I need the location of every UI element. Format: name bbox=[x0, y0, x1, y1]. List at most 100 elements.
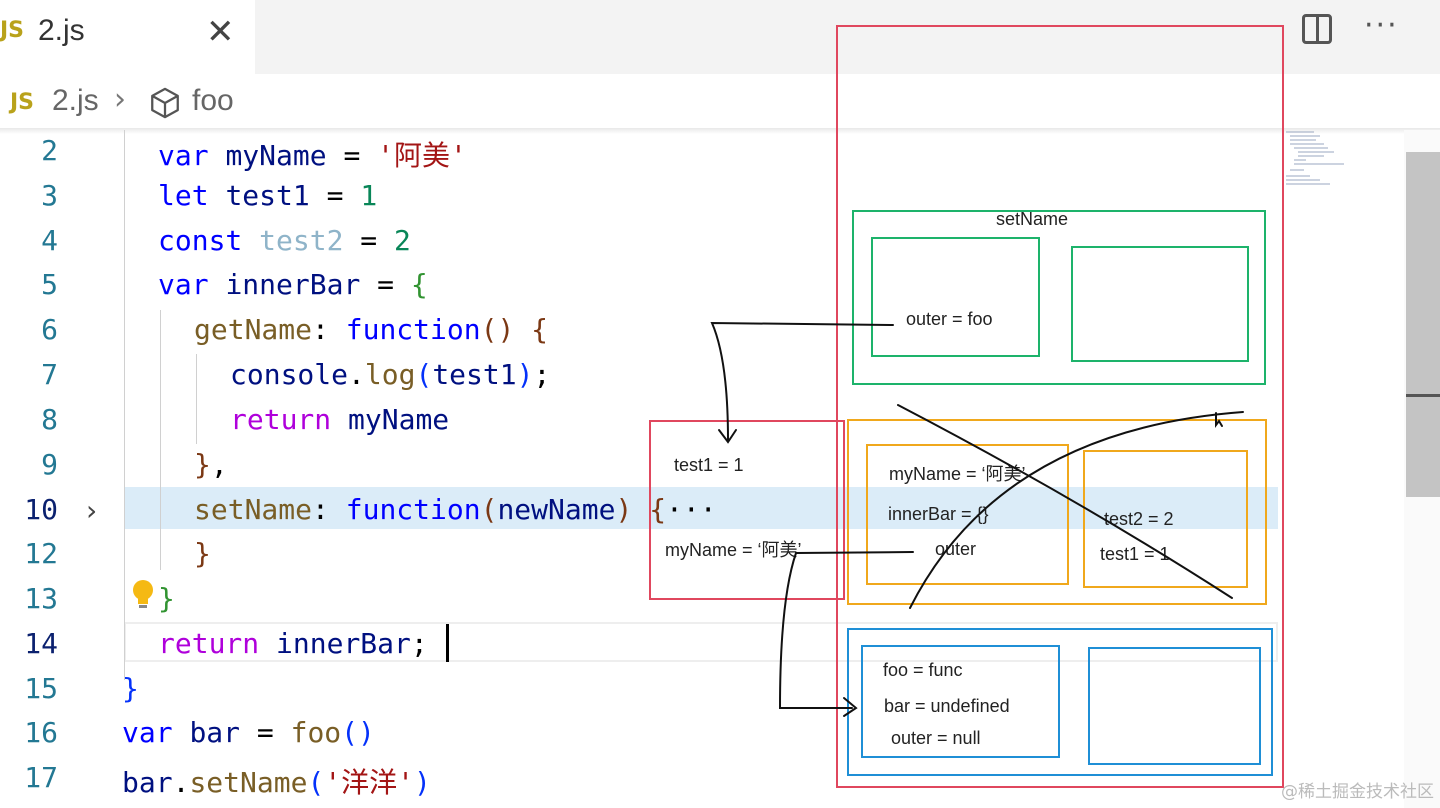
code-token: : bbox=[312, 493, 346, 526]
cube-icon bbox=[148, 86, 182, 124]
code-token: . bbox=[172, 766, 190, 799]
code-line[interactable]: var innerBar = { bbox=[158, 268, 428, 301]
line-number: 7 bbox=[41, 358, 58, 391]
tab-label: 2.js bbox=[38, 14, 85, 47]
line-number: 2 bbox=[41, 134, 58, 167]
foo-myname-label: myName = ‘阿美’ bbox=[889, 464, 1026, 484]
code-token: } bbox=[158, 582, 175, 615]
code-token: = bbox=[326, 139, 378, 172]
header-divider bbox=[0, 128, 1440, 134]
code-token: } bbox=[122, 672, 139, 705]
code-line[interactable]: } bbox=[122, 672, 139, 705]
code-token: return bbox=[158, 627, 277, 660]
indent-guide bbox=[160, 310, 161, 570]
breadcrumb-separator-icon: › bbox=[114, 82, 126, 117]
code-token: 2 bbox=[394, 224, 411, 257]
breadcrumb: JS 2.js › foo bbox=[0, 74, 1440, 130]
code-line[interactable]: let test1 = 1 bbox=[158, 179, 377, 212]
global-outer-label: outer = null bbox=[891, 728, 981, 748]
scrollbar-cursor-marker bbox=[1406, 394, 1440, 397]
js-file-icon: JS bbox=[10, 90, 35, 115]
code-token: innerBar bbox=[225, 268, 361, 301]
foo-context-box bbox=[847, 419, 1267, 605]
code-token: function bbox=[345, 493, 481, 526]
call-stack-box bbox=[836, 25, 1284, 788]
setname-title: setName bbox=[996, 209, 1069, 229]
code-token: ··· bbox=[666, 493, 717, 526]
minimap[interactable] bbox=[1284, 128, 1370, 188]
code-token: ) bbox=[414, 766, 431, 799]
global-bar-label: bar = undefined bbox=[884, 696, 1010, 716]
code-line[interactable]: return myName bbox=[230, 403, 449, 436]
code-line[interactable]: var myName = '阿美' bbox=[158, 134, 467, 174]
foo-innerbar-label: innerBar = {} bbox=[888, 504, 989, 524]
code-token: myName bbox=[348, 403, 450, 436]
arrow-setname-to-closure bbox=[710, 321, 894, 441]
code-token: ; bbox=[410, 627, 428, 660]
setname-outer-label: outer = foo bbox=[906, 309, 993, 329]
scrollbar-thumb[interactable] bbox=[1406, 152, 1440, 497]
code-line[interactable]: bar.setName('洋洋') bbox=[122, 761, 431, 801]
code-token: test1 bbox=[432, 358, 517, 391]
js-file-icon: JS bbox=[0, 18, 25, 43]
code-token: = bbox=[360, 268, 411, 301]
code-token: bar bbox=[189, 716, 241, 749]
more-actions-icon[interactable]: ··· bbox=[1364, 8, 1399, 43]
arrowhead bbox=[843, 697, 858, 717]
code-token: '洋洋' bbox=[324, 766, 415, 799]
line-number: 13 bbox=[24, 582, 58, 615]
code-token: console bbox=[230, 358, 349, 391]
cross-stroke bbox=[909, 411, 1244, 609]
chevron-right-icon[interactable]: › bbox=[86, 494, 98, 527]
code-token: = bbox=[343, 224, 395, 257]
code-token: = bbox=[309, 179, 361, 212]
current-line bbox=[124, 622, 1278, 662]
close-icon[interactable]: ✕ bbox=[206, 12, 235, 52]
lightbulb-icon[interactable] bbox=[130, 578, 156, 614]
setname-lexical-env bbox=[1071, 246, 1249, 362]
code-token: var bbox=[122, 716, 190, 749]
global-variable-env bbox=[861, 645, 1060, 758]
code-line[interactable]: return innerBar; bbox=[158, 627, 428, 660]
code-line[interactable]: const test2 = 2 bbox=[158, 224, 411, 257]
closure-test1-label: test1 = 1 bbox=[674, 455, 744, 475]
setname-context-box bbox=[852, 210, 1266, 385]
code-line[interactable]: console.log(test1); bbox=[230, 358, 550, 391]
breadcrumb-file[interactable]: 2.js bbox=[52, 84, 99, 117]
code-token: ( bbox=[480, 493, 498, 526]
code-line[interactable]: var bar = foo() bbox=[122, 716, 375, 749]
code-token: let bbox=[158, 179, 226, 212]
split-editor-icon[interactable] bbox=[1302, 14, 1332, 44]
global-lexical-env bbox=[1088, 647, 1261, 765]
cross-stroke bbox=[897, 404, 1233, 599]
code-line[interactable]: } bbox=[194, 537, 211, 570]
code-token: { bbox=[649, 493, 667, 526]
closure-box bbox=[649, 420, 845, 600]
code-token: } bbox=[194, 537, 211, 570]
line-number: 8 bbox=[41, 403, 58, 436]
code-token: foo bbox=[290, 716, 342, 749]
line-number: 17 bbox=[24, 761, 58, 794]
breadcrumb-symbol[interactable]: foo bbox=[192, 84, 234, 117]
line-number: 5 bbox=[41, 268, 58, 301]
code-token: innerBar bbox=[276, 627, 411, 660]
code-token: '阿美' bbox=[377, 139, 467, 172]
code-token: setName bbox=[194, 493, 313, 526]
code-token: { bbox=[410, 268, 428, 301]
tab-2js[interactable]: JS 2.js ✕ bbox=[0, 0, 255, 74]
code-token: function bbox=[345, 313, 481, 346]
code-token: ; bbox=[533, 358, 551, 391]
code-token: , bbox=[210, 448, 228, 481]
code-line[interactable]: setName: function(newName) {··· bbox=[194, 493, 717, 526]
code-token: test1 bbox=[225, 179, 310, 212]
code-token: newName bbox=[497, 493, 616, 526]
code-line[interactable]: } bbox=[158, 582, 175, 615]
closure-myname-label: myName = ‘阿美’ bbox=[665, 540, 802, 560]
line-number: 14 bbox=[24, 627, 58, 660]
code-token: test2 bbox=[259, 224, 344, 257]
code-line[interactable]: }, bbox=[194, 448, 228, 481]
code-line[interactable]: getName: function() { bbox=[194, 313, 548, 346]
line-number: 3 bbox=[41, 179, 58, 212]
code-token: log bbox=[364, 358, 416, 391]
line-number: 9 bbox=[41, 448, 58, 481]
